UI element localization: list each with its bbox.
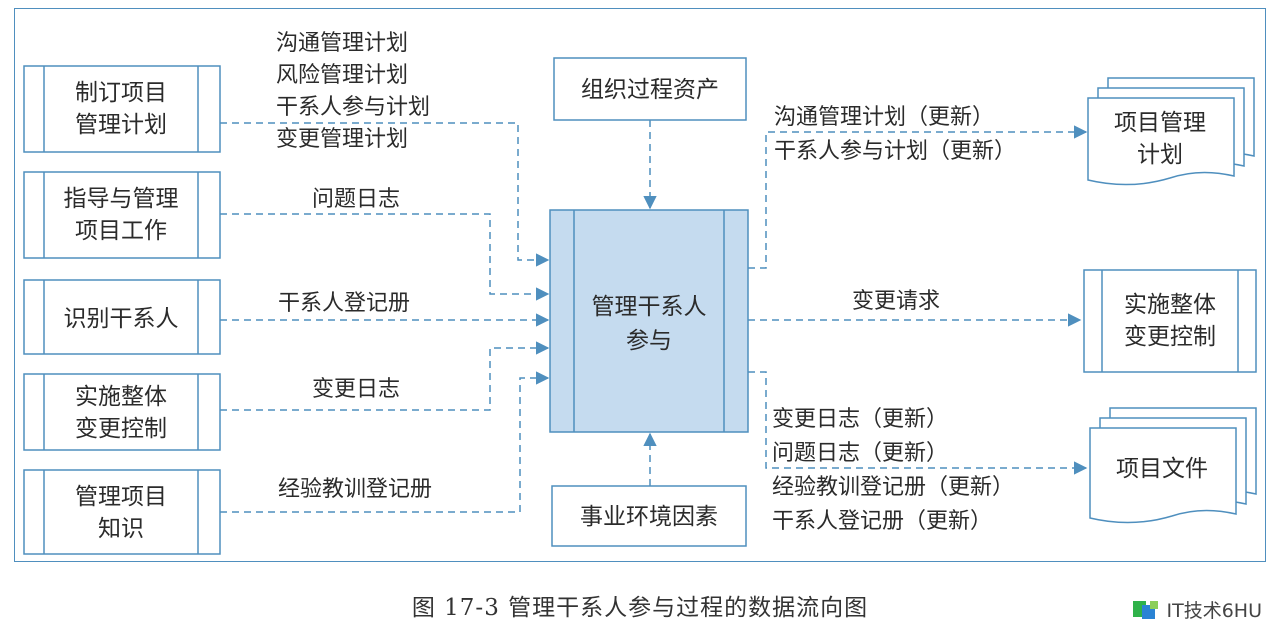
output-label-project-docs: 变更日志（更新） (772, 407, 948, 432)
output-box-text: 实施整体 (1124, 292, 1216, 318)
watermark-logo-icon (1132, 600, 1158, 619)
flow-arrow-issue-log (220, 213, 550, 301)
input-box-integrated-change: 实施整体 变更控制 (23, 373, 221, 451)
input-box-text: 制订项目 (75, 80, 167, 106)
output-box-text: 项目管理 (1114, 110, 1206, 136)
input-box-text: 实施整体 (75, 384, 167, 410)
output-box-text: 项目文件 (1116, 456, 1208, 482)
input-label-stakeholder-register: 干系人登记册 (278, 291, 410, 316)
input-box-manage-knowledge: 管理项目 知识 (23, 469, 221, 555)
flow-arrow-lessons-register (220, 371, 550, 513)
input-box-develop-plan: 制订项目 管理计划 (23, 65, 221, 153)
watermark-text: IT技术6HU (1166, 600, 1263, 622)
input-label-plan: 干系人参与计划 (276, 95, 430, 120)
center-process-label: 管理干系人 (592, 294, 707, 320)
output-box-pm-plan: 项目管理 计划 (1087, 77, 1255, 186)
input-box-text: 管理项目 (75, 484, 167, 510)
flow-arrow-pm-plan (748, 125, 1088, 269)
input-box-text: 知识 (98, 516, 144, 542)
input-box-text: 管理计划 (75, 112, 167, 138)
output-label-change-request: 变更请求 (852, 289, 940, 314)
input-label-lessons-register: 经验教训登记册 (278, 477, 432, 502)
center-process-box: 管理干系人 参与 (549, 209, 749, 433)
input-box-text: 识别干系人 (64, 306, 179, 332)
output-box-text: 变更控制 (1124, 324, 1216, 350)
output-label-pm-plan: 干系人参与计划（更新） (774, 139, 1016, 164)
output-label-project-docs: 经验教训登记册（更新） (772, 475, 1014, 500)
input-label-change-log: 变更日志 (312, 377, 400, 402)
diagram-frame (14, 8, 1266, 562)
input-label-plan: 沟通管理计划 (276, 31, 408, 56)
org-process-assets-box: 组织过程资产 (553, 57, 747, 121)
center-process-label: 参与 (626, 328, 672, 354)
enterprise-factors-label: 事业环境因素 (580, 504, 718, 530)
output-label-pm-plan: 沟通管理计划（更新） (774, 105, 994, 130)
output-label-project-docs: 干系人登记册（更新） (772, 509, 992, 534)
input-box-identify-stakeholders: 识别干系人 (23, 279, 221, 355)
input-box-direct-work: 指导与管理 项目工作 (23, 171, 221, 259)
input-label-issue-log: 问题日志 (312, 187, 400, 212)
input-box-text: 项目工作 (75, 218, 167, 244)
input-box-text: 指导与管理 (64, 186, 179, 212)
enterprise-factors-box: 事业环境因素 (551, 485, 747, 547)
output-box-change-control: 实施整体 变更控制 (1083, 269, 1257, 373)
input-label-plan: 风险管理计划 (276, 63, 408, 88)
output-box-project-docs: 项目文件 (1089, 407, 1257, 524)
flow-arrow-plans (220, 122, 550, 267)
input-box-text: 变更控制 (75, 416, 167, 442)
figure-caption: 图 17-3 管理干系人参与过程的数据流向图 (411, 595, 869, 621)
org-process-assets-label: 组织过程资产 (581, 77, 719, 103)
flow-arrow-change-log (220, 341, 550, 411)
input-label-plan: 变更管理计划 (276, 127, 408, 152)
flow-arrow-project-docs (748, 371, 1088, 475)
output-label-project-docs: 问题日志（更新） (772, 441, 948, 466)
output-box-text: 计划 (1137, 142, 1183, 168)
watermark: IT技术6HU (1132, 596, 1263, 623)
